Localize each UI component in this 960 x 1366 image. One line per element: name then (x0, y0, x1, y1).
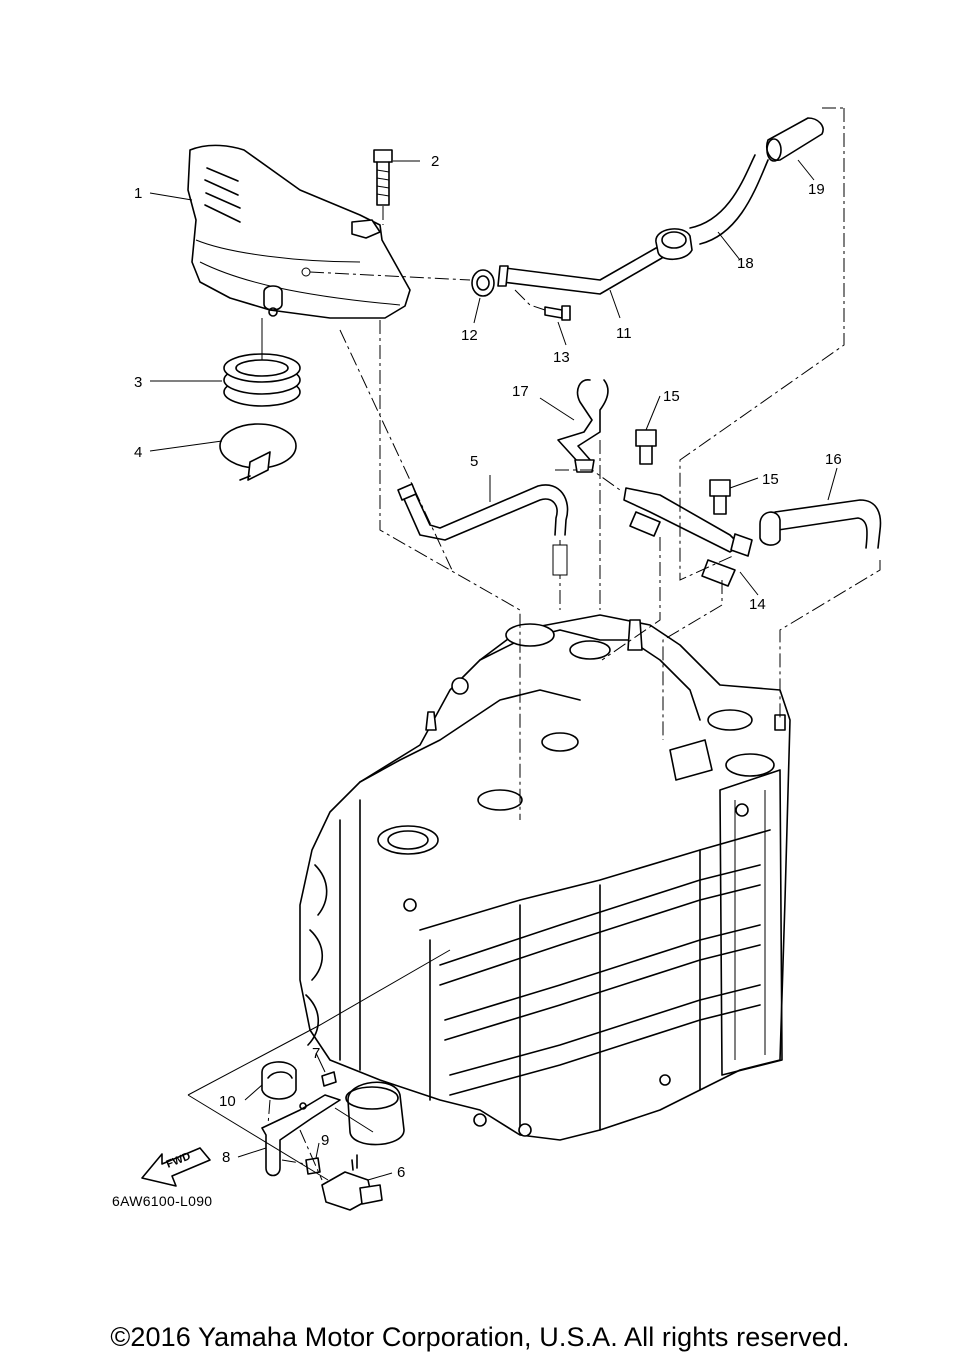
part-6-sensor (321, 1154, 383, 1211)
label-part-2: 2 (431, 153, 439, 170)
part-17-hose (557, 379, 609, 473)
part-4-band-clamp (219, 423, 297, 481)
part-16-hose (759, 499, 882, 549)
part-13-bolt (514, 289, 571, 321)
part-3-seal (223, 318, 301, 407)
fwd-arrow-icon: FWD (141, 1147, 211, 1187)
part-1-intake-silencer (187, 144, 471, 319)
label-part-16: 16 (825, 451, 842, 468)
label-part-3: 3 (134, 374, 142, 391)
label-part-15b: 15 (762, 471, 779, 488)
label-part-14: 14 (749, 596, 766, 613)
label-part-5: 5 (470, 453, 478, 470)
part-7-clip (321, 1071, 337, 1087)
label-part-11: 11 (616, 325, 632, 342)
part-12-grommet (471, 269, 495, 297)
label-part-10: 10 (219, 1093, 236, 1110)
engine-block (299, 614, 791, 1146)
label-part-19: 19 (808, 181, 825, 198)
label-part-18: 18 (737, 255, 754, 272)
label-part-1: 1 (134, 185, 142, 202)
assembly-lines (187, 107, 881, 1181)
part-5-hose (397, 483, 569, 610)
part-14-joint (623, 487, 753, 587)
part-19-sleeve (765, 117, 824, 162)
diagram-code: 6AW6100-L090 (112, 1193, 213, 1209)
label-part-6: 6 (397, 1164, 405, 1181)
leader-lines (149, 159, 838, 1181)
part-15-bolt-b (709, 479, 731, 515)
label-part-7: 7 (312, 1045, 320, 1062)
label-part-13: 13 (553, 349, 570, 366)
part-9-screw (281, 1157, 321, 1175)
label-part-15a: 15 (663, 388, 680, 405)
part-labels: 1 2 3 4 5 6 7 8 9 10 11 12 13 14 15 15 1… (134, 153, 842, 1181)
part-18-hose (655, 154, 769, 261)
label-part-9: 9 (321, 1132, 329, 1149)
label-part-8: 8 (222, 1149, 230, 1166)
part-10-connector (261, 1061, 297, 1100)
part-11-hose (497, 247, 663, 295)
label-part-12: 12 (461, 327, 478, 344)
part-15-bolt-a (635, 429, 657, 465)
copyright-notice: ©2016 Yamaha Motor Corporation, U.S.A. A… (110, 1322, 850, 1352)
label-part-17: 17 (512, 383, 529, 400)
label-part-4: 4 (134, 444, 142, 461)
part-8-bracket (261, 1094, 341, 1177)
part-2-bolt (373, 149, 393, 225)
